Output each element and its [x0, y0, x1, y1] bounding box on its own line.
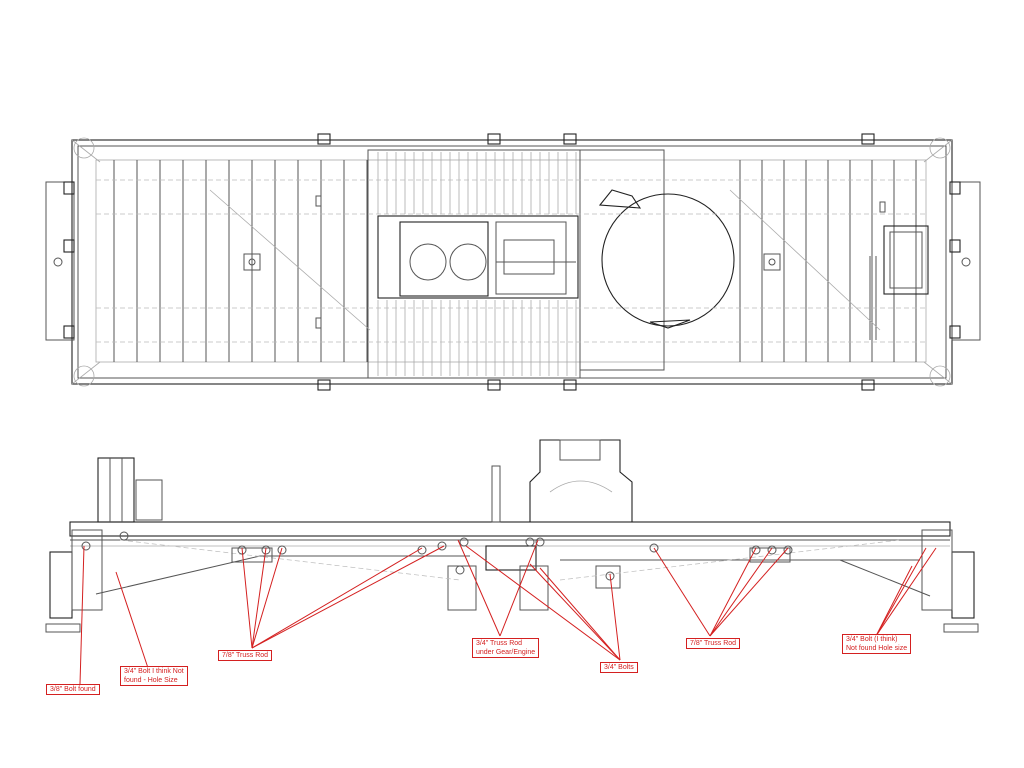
- cleat: [861, 379, 875, 391]
- cleat: [949, 325, 961, 339]
- annotation-truss-78-right: 7/8" Truss Rod: [686, 638, 741, 649]
- plan-view: [45, 133, 981, 391]
- bolt-circle: [767, 545, 777, 555]
- cleat: [861, 133, 875, 145]
- annotation-bolt-34-left: 3/4" Bolt I think Not found - Hole Size: [120, 666, 188, 686]
- bolt-circle: [455, 565, 465, 575]
- annotation-bolt-34-right: 3/4" Bolt (I think) Not found Hole size: [842, 634, 912, 654]
- bolt-circle: [119, 531, 129, 541]
- bolt-circle: [649, 543, 659, 553]
- bolt-circle: [261, 545, 271, 555]
- bolt-circle: [605, 571, 615, 581]
- cleat: [487, 133, 501, 145]
- cleat: [63, 325, 75, 339]
- cleat: [63, 181, 75, 195]
- annotation-truss-78-left: 7/8" Truss Rod: [218, 650, 273, 661]
- bolt-circle: [783, 545, 793, 555]
- bolt-circle: [459, 537, 469, 547]
- cleat: [63, 239, 75, 253]
- cleat: [317, 133, 331, 145]
- bolt-circle: [277, 545, 287, 555]
- side-elevation: [45, 439, 979, 633]
- bolt-circle: [81, 541, 91, 551]
- cleat: [487, 379, 501, 391]
- cleat: [949, 239, 961, 253]
- cleat: [949, 181, 961, 195]
- annotation-truss-34-gear: 3/4" Truss Rod under Gear/Engine: [472, 638, 540, 658]
- cleat: [317, 379, 331, 391]
- bolt-circle: [437, 541, 447, 551]
- annotation-leaders: [79, 539, 937, 685]
- annotation-bolt-38: 3/8" Bolt found: [46, 684, 100, 695]
- annotation-bolts-34: 3/4" Bolts: [600, 662, 638, 673]
- bolt-circle: [751, 545, 761, 555]
- bolt-circle: [535, 537, 545, 547]
- cleat: [563, 133, 577, 145]
- bolt-circle: [525, 537, 535, 547]
- cleat: [563, 379, 577, 391]
- bolt-circle: [237, 545, 247, 555]
